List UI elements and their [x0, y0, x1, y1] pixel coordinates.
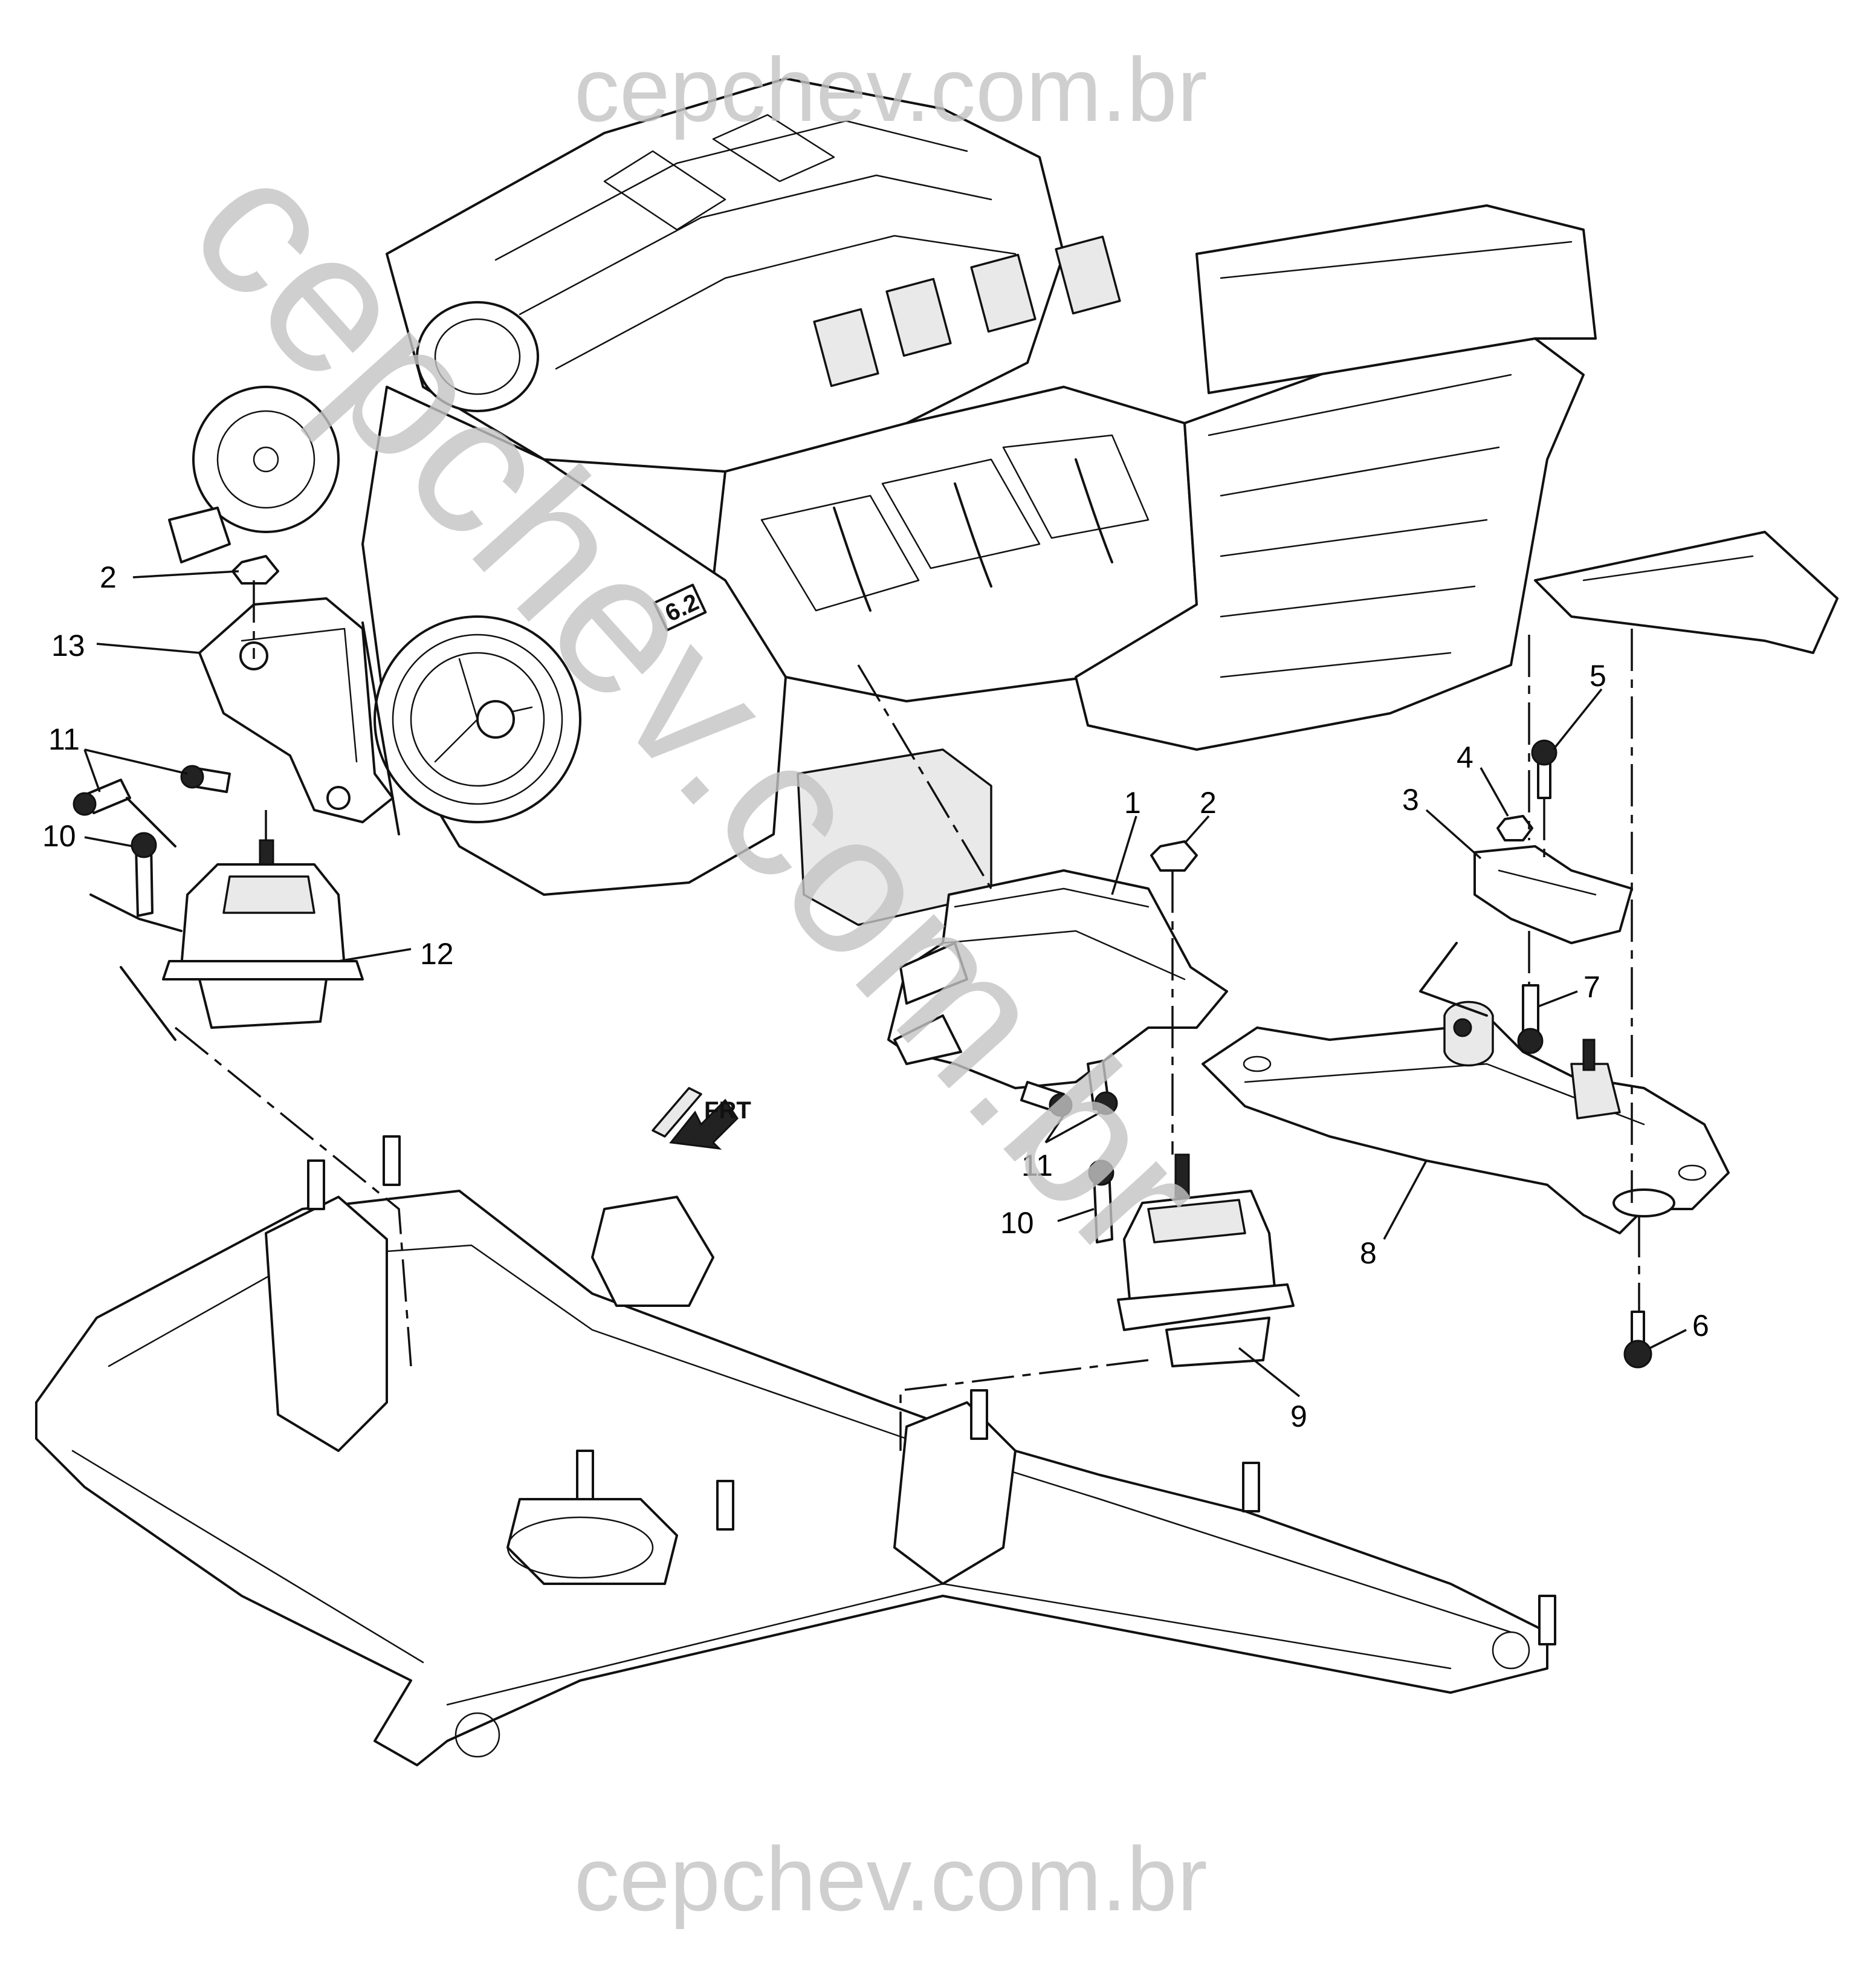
callout-1: 1 — [1124, 786, 1141, 820]
front-subframe — [35, 1135, 1556, 1766]
transmission-mount-group — [1202, 739, 1730, 1369]
callout-11-center: 11 — [1021, 1149, 1053, 1182]
callout-labels: 1 2 2 3 4 5 6 7 8 9 10 10 11 11 12 13 — [42, 560, 1709, 1433]
left-mount-group — [73, 555, 394, 1029]
engine-assembly: 6.2 — [168, 77, 1839, 926]
front-direction-indicator: FRT — [652, 1087, 751, 1150]
callout-12: 12 — [420, 937, 454, 971]
callout-leaders — [83, 570, 1687, 1398]
watermark-bottom: cepchev.com.br — [574, 1828, 1208, 1930]
callout-11-left: 11 — [48, 722, 80, 756]
engine-mount-bracket-right — [887, 869, 1228, 1089]
callout-8: 8 — [1360, 1236, 1377, 1270]
callout-7: 7 — [1583, 970, 1600, 1004]
callout-2-center: 2 — [1200, 786, 1217, 820]
callout-9: 9 — [1290, 1399, 1307, 1433]
callout-5: 5 — [1590, 659, 1606, 693]
callout-10-center: 10 — [1000, 1206, 1034, 1240]
nut-center — [1150, 840, 1198, 872]
nut-4 — [1496, 815, 1533, 841]
alignment-lines — [89, 580, 1640, 1451]
callout-4: 4 — [1457, 741, 1473, 774]
transmission-mount-bracket — [1473, 845, 1633, 944]
watermark-top: cepchev.com.br — [574, 39, 1208, 140]
callout-13: 13 — [51, 629, 85, 663]
frt-label: FRT — [704, 1097, 751, 1124]
nut-left — [231, 555, 279, 585]
center-mount-group — [887, 840, 1295, 1367]
front-arrow-icon — [669, 1098, 739, 1150]
callout-2-left: 2 — [100, 560, 117, 594]
callout-3: 3 — [1402, 783, 1419, 817]
callout-10-left: 10 — [42, 819, 76, 853]
callout-6: 6 — [1692, 1309, 1709, 1343]
